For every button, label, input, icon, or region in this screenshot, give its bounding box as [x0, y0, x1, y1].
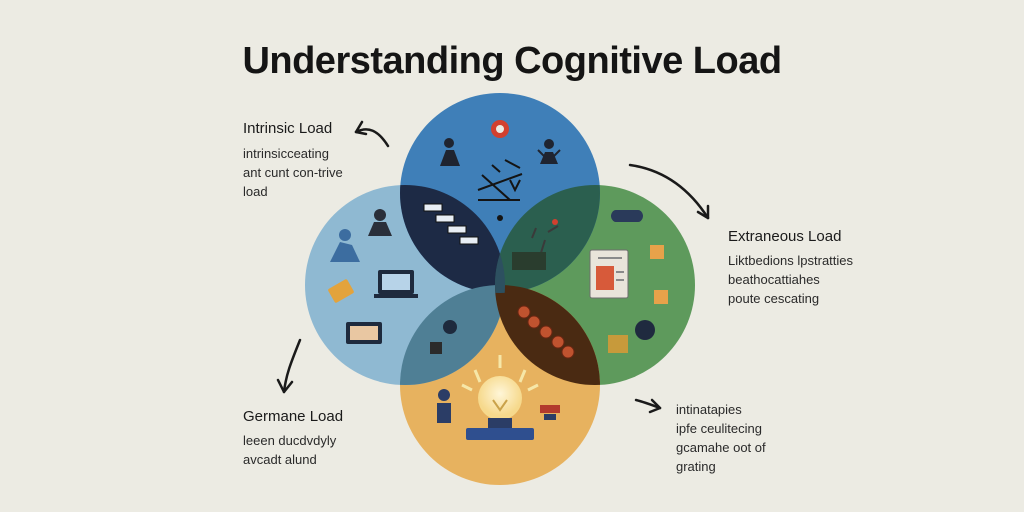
extraneous-heading: Extraneous Load [728, 228, 842, 245]
extraneous-line: beathocattiahes [728, 272, 820, 287]
head-profile-icon [608, 320, 655, 353]
head-profile-icon [430, 320, 457, 354]
document-icon [589, 249, 629, 299]
laptop-icon [374, 270, 418, 298]
bottom-right-description: intinatapies ipfe ceulitecing gcamahe oo… [676, 400, 766, 476]
arrow-icon [628, 163, 710, 220]
germane-heading: Germane Load [243, 408, 344, 425]
bottom-right-line: gcamahe oot of [676, 440, 766, 455]
extraneous-label: Extraneous Load Liktbedions lpstratties … [728, 228, 853, 308]
extraneous-line: poute cescating [728, 291, 820, 306]
extraneous-description: Liktbedions lpstratties beathocattiahes … [728, 251, 853, 308]
chain-icon [517, 305, 575, 359]
lightbulb-icon [461, 355, 539, 440]
person-icon [537, 139, 561, 164]
germane-line: leeen ducdvdyly [243, 433, 337, 448]
person-icon [368, 209, 392, 236]
box-icon [650, 245, 664, 259]
germane-description: leeen ducdvdyly avcadt alund [243, 431, 343, 469]
intrinsic-line: ant cunt con-trive [243, 165, 343, 180]
document-icon [328, 279, 354, 303]
germane-label: Germane Load leeen ducdvdyly avcadt alun… [243, 408, 343, 469]
box-icon [654, 290, 668, 304]
bottom-right-line: grating [676, 459, 716, 474]
intrinsic-label: Intrinsic Load intrinsicceating ant cunt… [243, 120, 343, 201]
person-icon [440, 138, 460, 166]
intrinsic-line: load [243, 184, 268, 199]
intrinsic-heading: Intrinsic Load [243, 120, 333, 137]
arrow-icon [354, 120, 390, 148]
laptop-icon [346, 322, 382, 344]
chart-panel-icon [512, 252, 546, 270]
staircase-icon [423, 203, 479, 245]
extraneous-line: Liktbedions lpstratties [728, 253, 854, 268]
person-icon [330, 229, 360, 262]
arrow-icon [276, 338, 302, 394]
math-equation-icon [477, 159, 523, 201]
arrow-icon [634, 398, 662, 414]
target-icon [491, 120, 509, 138]
person-icon [437, 389, 560, 423]
bottom-right-line: ipfe ceulitecing [676, 421, 762, 436]
germane-line: avcadt alund [243, 452, 317, 467]
page-title: Understanding Cognitive Load [242, 40, 782, 82]
gear-icon [611, 210, 643, 222]
bottom-right-line: intinatapies [676, 402, 742, 417]
intrinsic-line: intrinsicceating [243, 146, 329, 161]
intrinsic-description: intrinsicceating ant cunt con-trive load [243, 144, 343, 201]
